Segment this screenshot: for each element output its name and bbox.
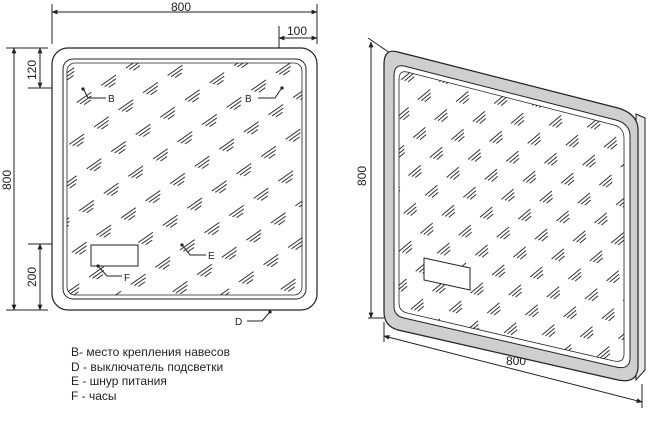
- perspective-height-dimension: 800: [355, 37, 391, 319]
- marker-b-right: B: [245, 86, 284, 105]
- marker-f: F: [96, 264, 130, 284]
- marker-e-label: E: [208, 251, 215, 262]
- perspective-glass: [398, 71, 625, 362]
- front-top-offset-label: 120: [25, 60, 39, 80]
- front-width-dimension: 800: [51, 0, 318, 44]
- perspective-clock-box: [423, 257, 471, 291]
- marker-b-left: B: [81, 87, 115, 105]
- front-width-label: 800: [171, 0, 191, 14]
- front-offset-label: 100: [287, 24, 307, 38]
- legend-item-d: D - выключатель подсветки: [71, 359, 224, 374]
- front-clock-box: [90, 244, 139, 267]
- marker-b-left-label: B: [108, 94, 115, 105]
- front-height-dimension: 800: [0, 47, 48, 311]
- marker-d-label: D: [235, 317, 242, 328]
- front-mirror-glass: [66, 62, 303, 296]
- marker-b-right-label: B: [245, 94, 252, 105]
- front-bottom-offset-label: 200: [25, 267, 39, 287]
- legend: B- место крепления навесов D - выключате…: [71, 345, 230, 403]
- legend-item-f: F - часы: [71, 388, 117, 403]
- front-view: 800 100 800 120 200: [0, 0, 318, 328]
- perspective-height-label: 800: [355, 166, 369, 186]
- legend-item-e: E - шнур питания: [71, 374, 167, 388]
- front-height-label: 800: [0, 170, 14, 190]
- marker-e: E: [180, 243, 215, 262]
- legend-item-b: B- место крепления навесов: [71, 345, 230, 359]
- marker-f-label: F: [124, 273, 130, 284]
- marker-d: D: [235, 310, 272, 328]
- perspective-view: 800 800: [355, 37, 646, 408]
- front-mirror-led-band: [62, 58, 307, 300]
